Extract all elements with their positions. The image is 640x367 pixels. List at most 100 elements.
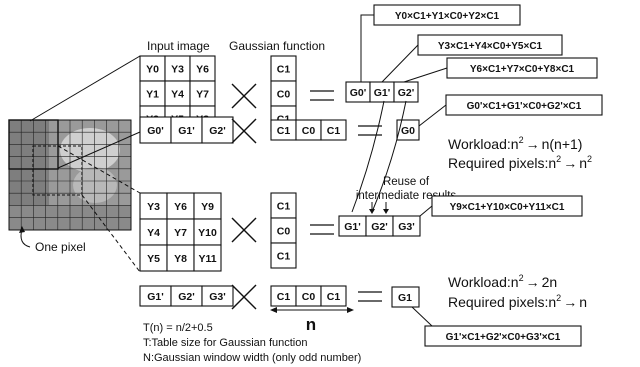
pixels-1-arrow: → xyxy=(563,155,577,171)
workload-2-exp: 2 xyxy=(519,273,524,283)
formula-g2prime: Y6×C1+Y7×C0+Y8×C1 xyxy=(470,64,575,75)
image1-cell-3: Y1 xyxy=(146,89,159,101)
formula-g1prime: Y3×C1+Y4×C0+Y5×C1 xyxy=(438,41,543,52)
gauss3-2-box xyxy=(270,242,297,269)
pixels-2-rhs: n xyxy=(579,294,587,310)
formula-g1: G1'×C1+G2'×C0+G3'×C1 xyxy=(446,332,561,343)
inter2-1: G1' xyxy=(178,125,195,137)
gauss3-0: C1 xyxy=(277,201,291,213)
result-g1-box: G1 xyxy=(391,286,420,308)
pixels-1-exp: 2 xyxy=(556,154,561,164)
image2-cell-2: Y9 xyxy=(201,201,214,213)
note-tn: T(n) = n/2+0.5 xyxy=(143,322,213,334)
pixels-1-rhs: n xyxy=(579,155,587,171)
gauss3-1: C0 xyxy=(277,226,291,238)
result1-0: G0' xyxy=(350,87,367,99)
workload-1-rhs: n(n+1) xyxy=(542,136,583,152)
intermediate-row-4: G1'G2'G3' xyxy=(139,285,234,307)
result3-1: G2' xyxy=(371,221,388,233)
intermediate-row-2: G0' G1' G2' xyxy=(139,116,234,144)
inter2-2: G2' xyxy=(209,125,226,137)
pixels-2-exp: 2 xyxy=(556,293,561,303)
pixels-2-prefix: Required pixels:n xyxy=(448,294,556,310)
selected-region-shifted xyxy=(32,145,83,196)
image1-cell-5-box xyxy=(189,80,216,107)
pixels-1-rhs-exp: 2 xyxy=(587,154,592,164)
image2-cell-8-box xyxy=(193,244,222,272)
input-image-header: Input image xyxy=(147,39,210,53)
reuse-arrows xyxy=(369,202,389,214)
gaussian-row-2: C1 C0 C1 xyxy=(270,119,347,141)
window-width-indicator: n xyxy=(270,307,354,334)
formula-box-g2prime: Y6×C1+Y7×C0+Y8×C1 xyxy=(446,57,598,79)
workload-2-arrow: → xyxy=(526,274,540,290)
required-pixels-2: Required pixels:n2→n xyxy=(448,293,587,310)
formula-box-g3prime: Y9×C1+Y10×C0+Y11×C1 xyxy=(431,195,583,217)
equals-sign-3 xyxy=(310,224,334,235)
gauss3-2: C1 xyxy=(277,251,291,263)
equals-sign-4 xyxy=(358,291,382,302)
image2-cell-0-box xyxy=(139,192,168,220)
gauss4-2-box xyxy=(320,285,347,307)
image1-cell-0: Y0 xyxy=(146,64,159,76)
workload-2-prefix: Workload:n xyxy=(448,274,519,290)
formula-g0: G0'×C1+G1'×C0+G2'×C1 xyxy=(467,101,582,112)
workload-2-rhs: 2n xyxy=(542,274,558,290)
pixels-2-arrow: → xyxy=(563,294,577,310)
image2-cell-1: Y6 xyxy=(174,201,187,213)
result-g0: G0 xyxy=(401,125,415,137)
formula-g3prime: Y9×C1+Y10×C0+Y11×C1 xyxy=(450,202,565,213)
image2-cell-4: Y7 xyxy=(174,227,187,239)
gauss2-0: C1 xyxy=(277,125,291,137)
image1-cell-5: Y7 xyxy=(196,89,209,101)
formula-box-g0: G0'×C1+G1'×C0+G2'×C1 xyxy=(445,94,603,116)
image1-cell-3-box xyxy=(139,80,166,107)
image2-cell-3-box xyxy=(139,218,168,246)
gauss2-2-box xyxy=(320,119,347,141)
gauss3-1-box xyxy=(270,217,297,244)
formula-box-g0prime: Y0×C1+Y1×C0+Y2×C1 xyxy=(373,4,521,26)
result-g0-box: G0 xyxy=(396,119,420,141)
gauss1-0-box xyxy=(270,55,297,82)
result3-2: G3' xyxy=(398,221,415,233)
inter2-0-box xyxy=(139,116,172,144)
multiply-sign-3 xyxy=(231,217,257,243)
svg-text:Workload:n2→n(n+1): Workload:n2→n(n+1) xyxy=(448,135,582,152)
result3-0: G1' xyxy=(344,221,361,233)
image1-cell-2: Y6 xyxy=(196,64,209,76)
result1-2: G2' xyxy=(398,87,415,99)
inter2-0: G0' xyxy=(147,125,164,137)
image2-cell-5: Y10 xyxy=(198,227,217,239)
reuse-line-2: intermediate results xyxy=(356,190,457,202)
gauss2-1: C0 xyxy=(302,125,316,137)
multiply-sign-1 xyxy=(231,83,257,109)
reuse-line-1: Reuse of xyxy=(383,176,430,188)
one-pixel-label: One pixel xyxy=(35,240,86,254)
image2-cell-8: Y11 xyxy=(198,253,216,265)
gauss2-2: C1 xyxy=(327,125,341,137)
image2-cell-7: Y8 xyxy=(174,253,187,265)
svg-text:Required pixels:n2→n2: Required pixels:n2→n2 xyxy=(448,154,592,171)
result3-2-box xyxy=(392,215,421,237)
formula-g0prime: Y0×C1+Y1×C0+Y2×C1 xyxy=(395,11,500,22)
gauss1-1: C0 xyxy=(277,89,291,101)
equals-sign-1 xyxy=(310,90,334,101)
inter2-2-box xyxy=(201,116,234,144)
workload-1-arrow: → xyxy=(526,136,540,152)
formula-box-g1prime: Y3×C1+Y4×C0+Y5×C1 xyxy=(417,34,563,56)
gauss3-0-box xyxy=(270,192,297,219)
inter4-1: G2' xyxy=(178,291,195,303)
result-g1: G1 xyxy=(398,292,412,304)
gauss4-1: C0 xyxy=(302,291,316,303)
intermediate-results-1: G0'G1'G2' xyxy=(345,81,419,103)
n-label: n xyxy=(306,315,316,334)
gauss4-2: C1 xyxy=(327,291,341,303)
inter4-2-box xyxy=(201,285,234,307)
gauss1-1-box xyxy=(270,80,297,107)
image2-cell-6: Y5 xyxy=(147,253,160,265)
